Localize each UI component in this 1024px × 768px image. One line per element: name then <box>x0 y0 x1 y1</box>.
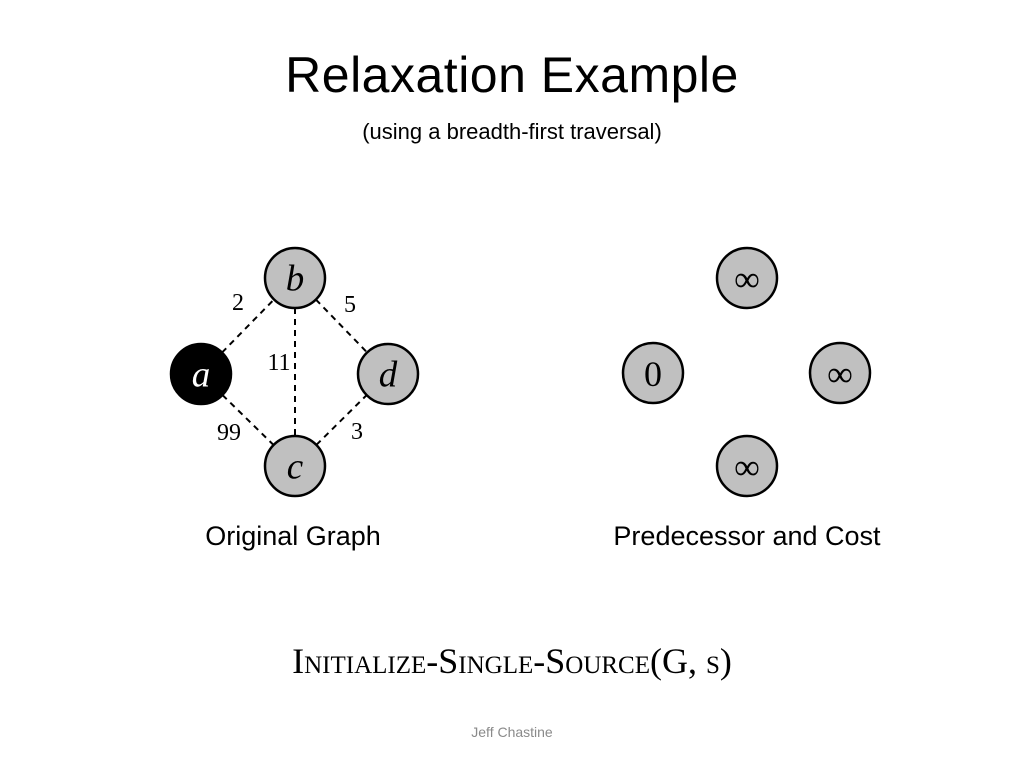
cost-node-d-value: ∞ <box>827 354 853 394</box>
edge-weight-b-d: 5 <box>344 292 356 318</box>
pseudocode-call: Initialize-Single-Source(G, s) <box>292 641 732 681</box>
node-d-circle <box>356 342 420 406</box>
edge-weight-b-c: 11 <box>267 350 290 376</box>
node-a-circle <box>169 342 233 406</box>
node-b-circle <box>263 246 327 310</box>
cost-node-b-value: ∞ <box>734 259 760 299</box>
original-graph-nodes: a b c d <box>169 246 420 498</box>
slide-title: Relaxation Example <box>285 47 739 103</box>
original-graph-weights: 2 5 11 99 3 <box>217 290 363 446</box>
node-c: c <box>263 434 327 498</box>
cost-node-b: ∞ <box>715 246 779 310</box>
cost-node-a: 0 <box>621 341 685 405</box>
edge-a-b <box>221 298 275 354</box>
slide-subtitle: (using a breadth-first traversal) <box>362 119 662 144</box>
original-graph-caption: Original Graph <box>205 521 381 551</box>
cost-node-a-circle <box>621 341 685 405</box>
edge-b-d <box>315 298 368 354</box>
cost-node-c: ∞ <box>715 434 779 498</box>
footer-author: Jeff Chastine <box>471 724 553 740</box>
cost-node-a-value: 0 <box>644 354 662 394</box>
node-b-label: b <box>286 259 305 300</box>
node-a-label: a <box>192 355 211 396</box>
edge-weight-c-d: 3 <box>351 419 363 445</box>
cost-node-c-circle <box>715 434 779 498</box>
edge-weight-a-b: 2 <box>232 290 244 316</box>
node-c-circle <box>263 434 327 498</box>
cost-node-c-value: ∞ <box>734 447 760 487</box>
original-graph: 2 5 11 99 3 a b c d <box>169 246 420 498</box>
edge-a-c <box>221 394 275 446</box>
node-d: d <box>356 342 420 406</box>
node-a: a <box>169 342 233 406</box>
original-graph-edges <box>221 298 368 446</box>
cost-node-b-circle <box>715 246 779 310</box>
node-b: b <box>263 246 327 310</box>
node-c-label: c <box>287 447 304 488</box>
predecessor-cost-graph: 0 ∞ ∞ ∞ <box>621 246 872 498</box>
cost-node-d: ∞ <box>808 341 872 405</box>
node-d-label: d <box>379 355 398 396</box>
edge-c-d <box>315 394 368 446</box>
cost-node-d-circle <box>808 341 872 405</box>
predecessor-cost-caption: Predecessor and Cost <box>613 521 881 551</box>
edge-weight-a-c: 99 <box>217 420 241 446</box>
